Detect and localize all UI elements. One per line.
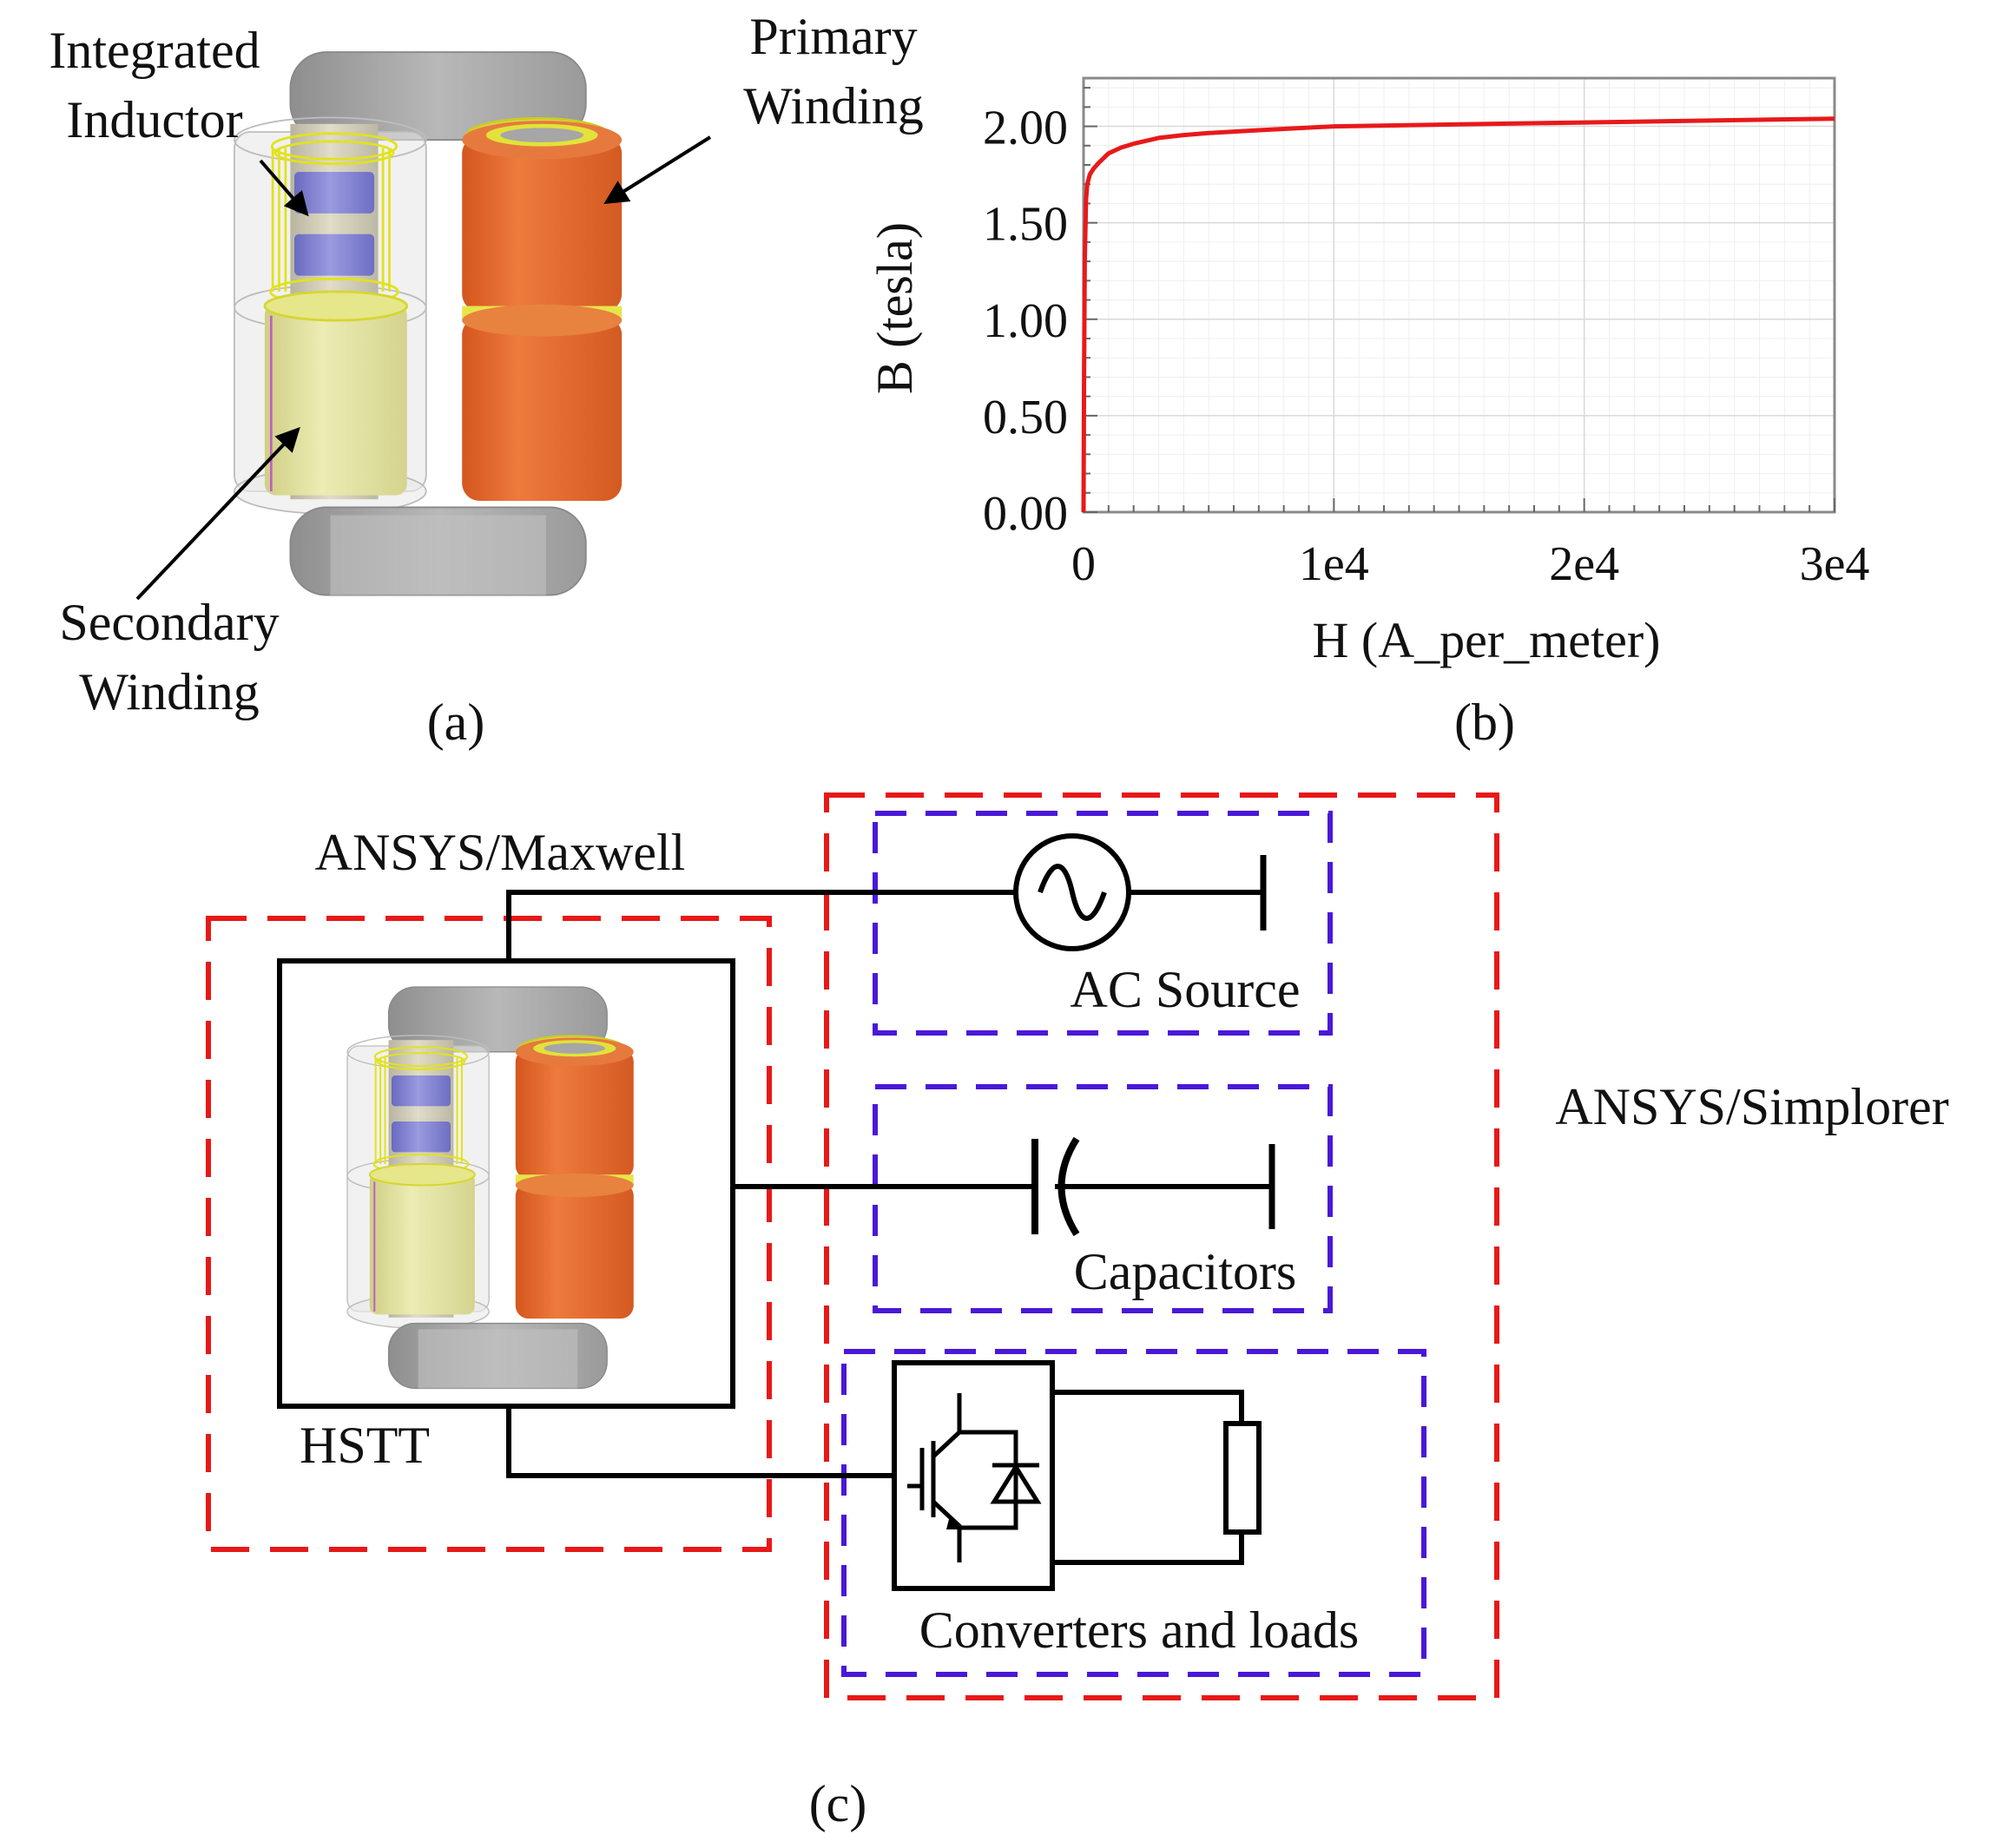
y-axis-label: B (tesla) (866, 222, 923, 394)
label-converters-and-loads: Converters and loads (919, 1601, 1360, 1659)
label-capacitors: Capacitors (1074, 1243, 1297, 1300)
x-tick-label: 3e4 (1800, 537, 1870, 591)
caption-b: (b) (1454, 694, 1515, 751)
caption-c: (c) (809, 1775, 867, 1832)
ac-source-box (873, 811, 1333, 1036)
capacitors-box (873, 1084, 1333, 1313)
y-tick-label: 0.00 (983, 487, 1068, 541)
load-resistor (1223, 1421, 1262, 1535)
y-tick-label: 0.50 (983, 391, 1068, 444)
converter-block (892, 1360, 1055, 1591)
caption-a: (a) (427, 694, 485, 751)
y-tick-label: 1.50 (983, 198, 1068, 252)
igbt-symbol (907, 1393, 1018, 1562)
panel-a: Integrated Inductor Primary Winding Seco… (49, 8, 923, 751)
wire-ac-source (506, 890, 1018, 963)
chart-ticks: 0 1e4 2e4 3e4 0.00 0.50 1.00 1.50 2.00 (983, 87, 1870, 591)
y-tick-label: 2.00 (983, 102, 1068, 155)
label-integrated-inductor-line1: Integrated (49, 22, 260, 79)
maxwell-region-box (206, 916, 772, 1552)
label-primary-winding-line2: Winding (743, 77, 924, 135)
label-ansys-simplorer: ANSYS/Simplorer (1555, 1078, 1948, 1135)
simplorer-region-box (824, 792, 1499, 1700)
y-tick-label: 1.00 (983, 294, 1068, 348)
sine-wave-icon (1038, 864, 1107, 921)
igbt-emitter-arrow-icon (946, 1519, 962, 1529)
wire-load-bottom (1050, 1529, 1244, 1565)
wire-load-top (1050, 1390, 1244, 1426)
chart-grid (1083, 78, 1835, 513)
arrow-secondary-winding (135, 426, 300, 601)
x-tick-label: 1e4 (1299, 537, 1369, 591)
label-ansys-maxwell: ANSYS/Maxwell (315, 824, 686, 881)
wire-converter (506, 1404, 897, 1478)
label-primary-winding-line1: Primary (749, 8, 917, 65)
panel-b: 0 1e4 2e4 3e4 0.00 0.50 1.00 1.50 2.00 H (A_per_… (866, 76, 1870, 751)
panel-c: ANSYS/Maxwell ANSYS/Simplorer HSTT AC So… (206, 792, 1949, 1832)
arrow-primary-winding (603, 135, 712, 204)
chart-series (1081, 116, 1835, 513)
diode-symbol (990, 1463, 1042, 1504)
x-axis-label: H (A_per_meter) (1313, 612, 1661, 668)
label-hstt: HSTT (300, 1417, 430, 1474)
bh-curve-line (1081, 116, 1835, 513)
arrow-integrated-inductor (259, 159, 309, 217)
label-secondary-winding-line2: Winding (79, 663, 260, 720)
label-ac-source: AC Source (1071, 961, 1301, 1018)
label-integrated-inductor-line2: Inductor (66, 91, 242, 148)
x-tick-label: 2e4 (1549, 537, 1619, 591)
x-tick-label: 0 (1071, 537, 1096, 591)
label-secondary-winding-line1: Secondary (59, 594, 279, 651)
transformer-3d-model (233, 50, 623, 596)
bh-chart: 0 1e4 2e4 3e4 0.00 0.50 1.00 1.50 2.00 H (A_per_… (866, 76, 1870, 668)
